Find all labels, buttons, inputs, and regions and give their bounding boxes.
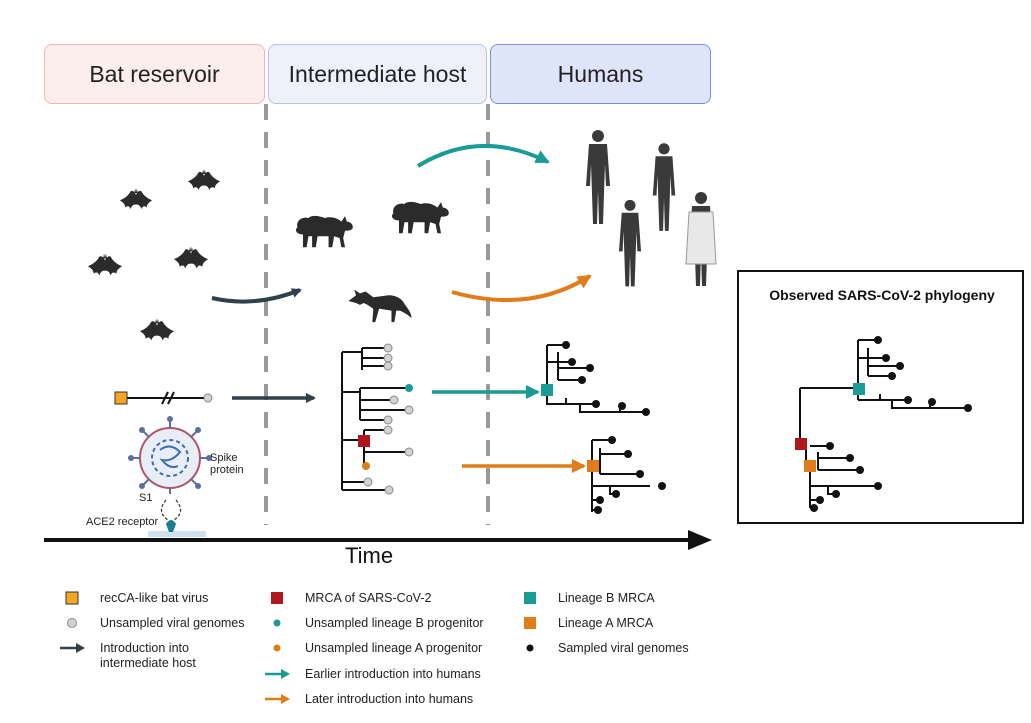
bat-icon bbox=[187, 169, 221, 191]
legend-text: MRCA of SARS-CoV-2 bbox=[305, 591, 432, 605]
header-humans-label: Humans bbox=[557, 60, 644, 87]
person-icon bbox=[618, 199, 642, 287]
lineage-b-tree bbox=[546, 344, 644, 413]
legend-lineage-b-progenitor: Unsampled lineage B progenitor bbox=[265, 616, 484, 631]
recca-bat-virus-square bbox=[114, 391, 128, 405]
legend-text: Lineage B MRCA bbox=[558, 591, 655, 605]
bat-icon bbox=[173, 246, 209, 269]
ace2-receptor-icon bbox=[166, 520, 176, 532]
spike-protein-label: Spike protein bbox=[210, 452, 244, 476]
bat-icon bbox=[119, 188, 153, 210]
observed-mrca bbox=[795, 438, 807, 450]
legend-recca-bat-virus: recCA-like bat virus bbox=[60, 591, 208, 606]
legend-text: Unsampled lineage A progenitor bbox=[305, 641, 483, 655]
time-axis-arrowhead bbox=[688, 530, 712, 550]
cell-membrane bbox=[148, 531, 206, 537]
raccoon-dog-icon bbox=[296, 215, 353, 248]
legend-text: Earlier introduction into humans bbox=[305, 667, 481, 681]
legend-text: Later introduction into humans bbox=[305, 692, 474, 706]
legend-earlier-introduction: Earlier introduction into humans bbox=[265, 667, 481, 682]
observed-lineage-b-mrca bbox=[853, 383, 865, 395]
legend-introduction-intermediate: Introduction into intermediate host bbox=[60, 641, 196, 671]
observed-phylogeny-panel bbox=[737, 270, 1024, 524]
lineage-b-mrca-square bbox=[541, 384, 553, 396]
lineage-a-progenitor-node bbox=[362, 462, 370, 470]
observed-phylogeny-title: Observed SARS-CoV-2 phylogeny bbox=[769, 287, 995, 303]
observed-lineage-a-mrca bbox=[804, 460, 816, 472]
legend-text: Introduction into intermediate host bbox=[100, 641, 196, 670]
mrca-square bbox=[358, 435, 370, 447]
person-icon bbox=[586, 130, 610, 224]
time-label: Time bbox=[345, 543, 394, 568]
legend-text: recCA-like bat virus bbox=[100, 591, 209, 605]
lab-coat-icon bbox=[685, 211, 717, 265]
header-intermediate-host: Intermediate host bbox=[268, 44, 487, 104]
header-bat-reservoir: Bat reservoir bbox=[44, 44, 265, 104]
unsampled-genome-node bbox=[203, 393, 213, 403]
arrow-introduction-intermediate bbox=[211, 288, 302, 304]
legend-lineage-a-progenitor: Unsampled lineage A progenitor bbox=[265, 641, 482, 656]
header-intermediate-host-label: Intermediate host bbox=[288, 60, 467, 87]
lineage-a-mrca-square bbox=[587, 460, 599, 472]
legend-text: Lineage A MRCA bbox=[558, 616, 654, 630]
lineage-b-progenitor-node bbox=[405, 384, 413, 392]
legend-lineage-a-mrca: Lineage A MRCA bbox=[518, 616, 653, 631]
legend-unsampled-genomes: Unsampled viral genomes bbox=[60, 616, 245, 631]
person-icon bbox=[652, 143, 676, 231]
intermediate-phylogeny bbox=[341, 347, 408, 491]
fox-icon bbox=[348, 289, 412, 323]
bat-icon bbox=[87, 253, 123, 276]
legend-text: Unsampled lineage B progenitor bbox=[305, 616, 484, 630]
legend-sampled-genomes: Sampled viral genomes bbox=[518, 641, 689, 656]
observed-phylogeny-tree bbox=[799, 339, 966, 509]
raccoon-dog-icon bbox=[392, 201, 449, 234]
s1-label: S1 bbox=[139, 492, 153, 504]
legend-lineage-b-mrca: Lineage B MRCA bbox=[518, 591, 655, 606]
legend-text: Unsampled viral genomes bbox=[100, 616, 245, 630]
legend-later-introduction: Later introduction into humans bbox=[265, 692, 473, 707]
ace2-receptor-label: ACE2 receptor bbox=[86, 516, 159, 528]
legend-mrca: MRCA of SARS-CoV-2 bbox=[265, 591, 431, 606]
binding-loop bbox=[160, 499, 182, 521]
arrow-later-introduction bbox=[451, 274, 592, 303]
legend-text: Sampled viral genomes bbox=[558, 641, 689, 655]
header-bat-reservoir-label: Bat reservoir bbox=[89, 60, 220, 87]
header-humans: Humans bbox=[490, 44, 711, 104]
coronavirus-icon bbox=[128, 416, 212, 494]
arrow-earlier-introduction bbox=[416, 144, 550, 168]
bat-icon bbox=[139, 318, 175, 341]
